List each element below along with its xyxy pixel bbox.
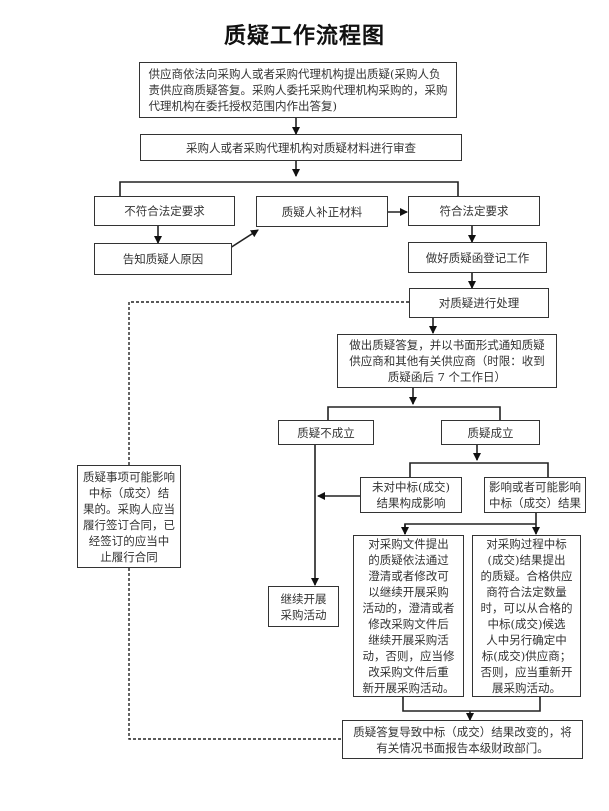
node-doc-challenge: 对采购文件提出 的质疑依法通过 澄清或者修改可 以继续开展采购 活动的，澄清或者… [353, 535, 464, 697]
node-challenge-invalid: 质疑不成立 [278, 420, 374, 445]
node-not-compliant: 不符合法定要求 [94, 196, 235, 226]
node-supplement: 质疑人补正材料 [256, 196, 388, 227]
node-register: 做好质疑函登记工作 [408, 242, 547, 273]
branch-review [119, 181, 459, 196]
node-submit-challenge: 供应商依法向采购人或者采购代理机构提出质疑(采购人负 责供应商质疑答复。采购人委… [139, 62, 457, 118]
node-notify-reason: 告知质疑人原因 [94, 243, 232, 275]
branch-reply [327, 406, 501, 420]
node-process-challenge: 对采购过程中标 (成交)结果提出 的质疑。合格供应 商符合法定数量 时，可以从合… [472, 535, 581, 697]
branch-valid [409, 462, 549, 477]
node-suspend-contract: 质疑事项可能影响 中标（成交）结 果的。采购人应当 履行签订合同，已 经签订的应… [77, 465, 181, 568]
node-no-impact: 未对中标(成交) 结果构成影响 [360, 477, 462, 513]
dashed-link-process-suspend [128, 301, 409, 465]
node-compliant: 符合法定要求 [408, 196, 540, 226]
node-impact: 影响或者可能影响 中标（成交）结果 [484, 477, 586, 513]
node-report: 质疑答复导致中标（成交）结果改变的，将 有关情况书面报告本级财政部门。 [342, 720, 583, 759]
node-continue-procurement: 继续开展 采购活动 [268, 586, 339, 627]
node-review: 采购人或者采购代理机构对质疑材料进行审查 [140, 134, 462, 161]
page-title: 质疑工作流程图 [223, 23, 385, 49]
dashed-link-suspend-report [128, 568, 341, 740]
node-challenge-valid: 质疑成立 [441, 420, 540, 445]
branch-impact [404, 523, 536, 534]
arrow-notify-supplement [229, 229, 259, 249]
node-reply: 做出质疑答复，并以书面形式通知质疑 供应商和其他有关供应商（时限：收到 质疑函后… [337, 334, 557, 388]
node-process: 对质疑进行处理 [409, 288, 549, 318]
join-bottom [402, 697, 541, 712]
